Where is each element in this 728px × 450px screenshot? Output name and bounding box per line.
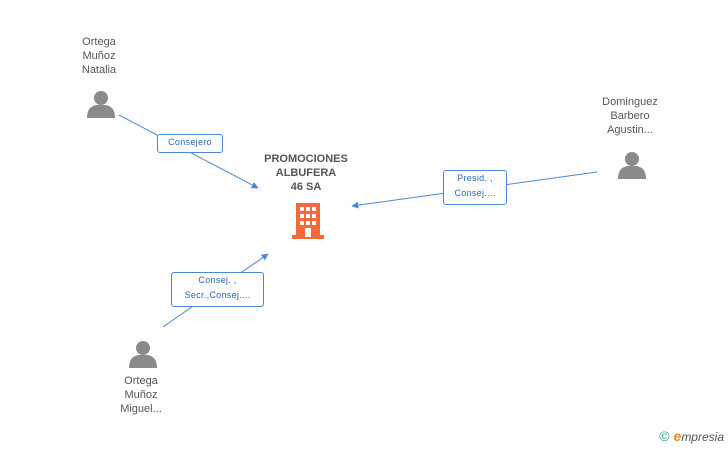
person-node-natalia[interactable]: Ortega Muñoz Natalia	[49, 35, 149, 77]
brand-name: empresia	[673, 428, 724, 444]
company-name[interactable]: PROMOCIONES ALBUFERA 46 SA	[264, 153, 348, 193]
relation-label-consejero[interactable]: Consejero	[157, 134, 223, 153]
person-name: Ortega Muñoz Miguel...	[120, 375, 162, 415]
relation-label-presid[interactable]: Presid. , Consej....	[443, 170, 507, 205]
person-name: Dominguez Barbero Agustin...	[602, 96, 658, 136]
person-name: Ortega Muñoz Natalia	[81, 36, 117, 76]
relation-label-consej-secr[interactable]: Consej. , Secr.,Consej....	[171, 272, 264, 307]
empresia-logo: © empresia	[659, 428, 724, 444]
person-icon[interactable]	[128, 339, 158, 369]
building-icon[interactable]	[292, 203, 324, 239]
person-node-miguel[interactable]: Ortega Muñoz Miguel...	[91, 374, 191, 416]
person-icon[interactable]	[86, 89, 116, 119]
person-node-agustin[interactable]: Dominguez Barbero Agustin...	[580, 95, 680, 137]
person-icon[interactable]	[617, 150, 647, 180]
copyright-icon: ©	[659, 428, 670, 444]
